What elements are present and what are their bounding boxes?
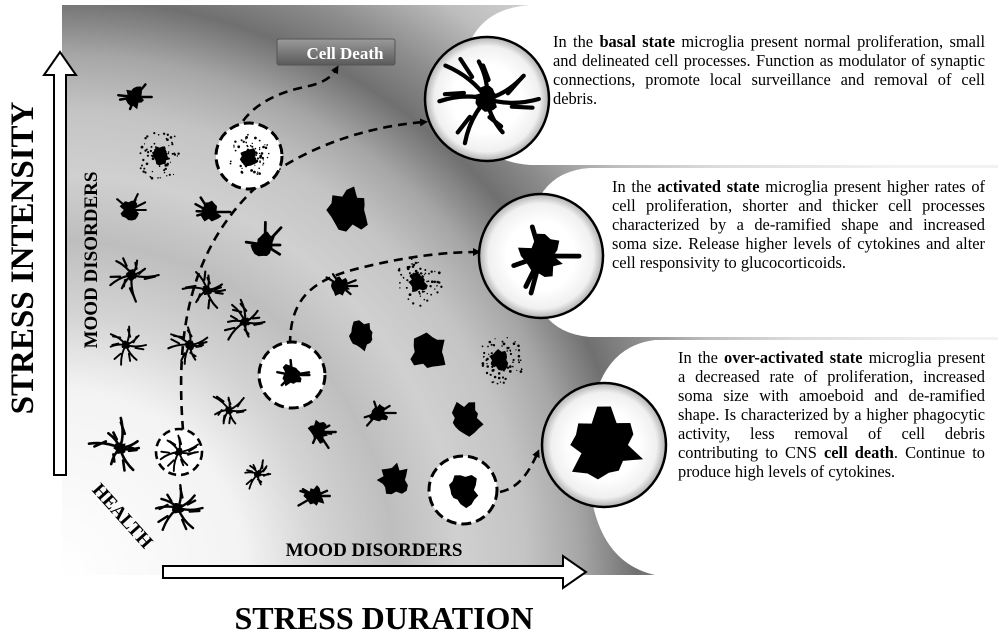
arrow-to-activated [288, 248, 481, 346]
microglia-cell [116, 193, 147, 221]
microglia-cell [481, 337, 523, 385]
basal-state-term: basal state [599, 32, 676, 51]
basal-microglia-large [437, 56, 541, 146]
dying-microglia [229, 133, 270, 175]
microglia-cell [307, 419, 337, 450]
trajectory-arrows [179, 65, 540, 494]
microglia-cell [212, 395, 247, 425]
microglia-cell [181, 270, 227, 310]
stage-circle-cells [159, 133, 479, 509]
microglia-cell [297, 485, 331, 507]
y-axis-title: STRESS INTENSITY [5, 101, 41, 414]
microglia-cell [410, 332, 446, 368]
microglia-cell [223, 298, 266, 341]
microglia-cell [451, 401, 484, 437]
microglia-cell [363, 400, 397, 427]
cell-death-term: cell death [824, 443, 894, 462]
text-panel-basal [462, 5, 998, 165]
arrow-to-basal [179, 118, 428, 431]
arrow-to-overactivated [499, 449, 540, 494]
text-panel-overactivated [588, 340, 998, 575]
microglia-cell-field [87, 83, 523, 531]
microglia-cell [117, 83, 153, 111]
overactivated-state-description: In the over-activated state microglia pr… [678, 348, 986, 481]
activated-microglia-large [511, 224, 582, 296]
health-microglia [159, 434, 199, 472]
overactivated-microglia-small [449, 475, 479, 509]
overactivated-state-term: over-activated state [724, 348, 863, 367]
arrow-to-cell-death [234, 65, 339, 135]
microglia-cell [139, 132, 180, 180]
activated-state-term: activated state [657, 177, 760, 196]
large-bubble-cells [437, 56, 644, 480]
cell-death-label: Cell Death [307, 44, 385, 63]
cell-death-box: Cell Death [276, 38, 396, 66]
activated-microglia-small [276, 358, 311, 387]
microglia-cell [167, 326, 209, 365]
microglia-cell [244, 221, 283, 257]
x-axis-title: STRESS DURATION [234, 600, 533, 636]
overactivated-microglia-large [570, 406, 644, 480]
y-axis-arrow [42, 50, 78, 476]
microglia-cell [87, 416, 141, 472]
microglia-cell [154, 484, 204, 531]
microglia-cell [109, 257, 160, 303]
mood-disorders-horizontal-label: MOOD DISORDERS [286, 540, 463, 561]
text-panel-activated [528, 168, 998, 337]
microglia-cell [349, 320, 373, 352]
microglia-cell [376, 462, 408, 495]
basal-state-description: In the basal state microglia present nor… [553, 32, 986, 108]
microglia-cell [244, 459, 272, 490]
activated-state-description: In the activated state microglia present… [612, 177, 985, 272]
mood-disorders-vertical-label: MOOD DISORDERS [81, 172, 102, 349]
microglia-cell [397, 258, 443, 307]
microglia-cell [194, 196, 232, 222]
microglia-cell [109, 325, 147, 366]
microglia-cell [326, 186, 368, 232]
x-axis-arrow [162, 554, 588, 590]
